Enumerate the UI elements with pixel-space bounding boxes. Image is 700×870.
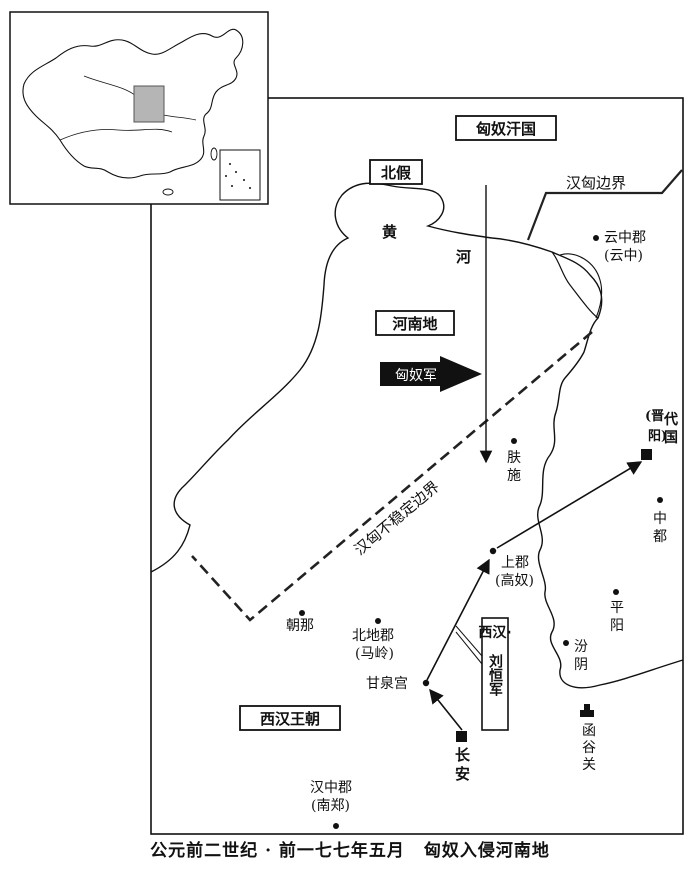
label-daiguo-1: 代 — [663, 411, 678, 428]
marker-hanguguan — [580, 704, 594, 717]
dot-chaona — [299, 610, 305, 616]
region-xihan: 西汉王朝 — [239, 705, 341, 731]
label-unstable-border: 汉匈不稳定边界 — [351, 478, 443, 559]
label-hanzhong-sub: (南郑) — [311, 798, 350, 814]
inset-south-sea-box — [219, 149, 261, 201]
dot-ganquan — [422, 679, 430, 687]
china-outline — [22, 28, 244, 179]
label-chaona: 朝那 — [286, 618, 314, 634]
svg-text:刘恒军: 刘恒军 — [487, 653, 503, 697]
marker-daiguo — [641, 449, 652, 460]
dot-shangjun — [489, 547, 497, 555]
label-jinyang-2: 阳) — [648, 429, 667, 444]
dot-fenyin — [563, 640, 569, 646]
label-daiguo-2: 国 — [664, 430, 678, 446]
label-pingyang-2: 阳 — [610, 618, 624, 634]
marker-changan — [456, 731, 467, 742]
label-fushi-1: 肤 — [507, 450, 521, 466]
label-fushi-2: 施 — [507, 468, 521, 484]
caption-title: 匈奴入侵河南地 — [423, 841, 550, 861]
han-route-changan-ganquan — [429, 688, 463, 731]
svg-text:河南地: 河南地 — [392, 315, 437, 333]
svg-text:匈奴军: 匈奴军 — [395, 367, 437, 384]
river-channel — [551, 251, 599, 319]
inset-highlight — [133, 85, 165, 123]
svg-text:西汉·: 西汉· — [478, 625, 511, 641]
river-east-bank — [559, 253, 603, 319]
label-zhongdu-2: 都 — [653, 529, 667, 545]
han-xiongnu-border — [526, 169, 683, 241]
region-henandi: 河南地 — [375, 310, 455, 336]
svg-text:北假: 北假 — [381, 164, 412, 182]
label-yunzhong-sub: (云中) — [604, 248, 643, 264]
label-fenyin-2: 阴 — [574, 657, 588, 673]
label-ganquan: 甘泉宫 — [366, 675, 408, 692]
label-beidi-sub: (马岭) — [355, 646, 394, 662]
caption-date: 公元前二世纪 · 前一七七年五月 — [150, 841, 405, 861]
label-river-he: 河 — [456, 248, 471, 266]
label-hanguguan-3: 关 — [582, 757, 596, 773]
xiongnu-army-banner: 匈奴军 — [380, 356, 482, 392]
label-shangjun-sub: (高奴) — [495, 572, 534, 589]
map-caption: 公元前二世纪 · 前一七七年五月 匈奴入侵河南地 — [0, 836, 700, 861]
svg-text:匈奴汗国: 匈奴汗国 — [476, 120, 536, 138]
han-route-shangjun-daiguo — [496, 461, 643, 549]
label-changan-1: 长 — [455, 746, 471, 764]
label-changan-2: 安 — [455, 765, 470, 783]
label-jinyang-1: (晋 — [645, 409, 664, 424]
label-beidi: 北地郡 — [352, 628, 394, 644]
inset-taiwan — [210, 147, 218, 161]
inset-china-map — [9, 11, 269, 205]
inset-hainan — [162, 188, 174, 196]
dot-yunzhong — [593, 235, 599, 241]
region-xiongnu: 匈奴汗国 — [455, 115, 557, 141]
label-hanguguan-2: 谷 — [582, 740, 596, 756]
label-han-xiongnu-border: 汉匈边界 — [566, 174, 626, 192]
han-route-ganquan-shangjun — [426, 558, 490, 681]
region-beijia: 北假 — [369, 159, 423, 185]
label-pingyang-1: 平 — [610, 600, 624, 616]
city-dots — [299, 235, 663, 829]
unstable-border — [191, 331, 593, 622]
label-hanzhong: 汉中郡 — [310, 780, 352, 796]
label-hanguguan-1: 函 — [582, 723, 596, 739]
label-river-huang: 黄 — [382, 223, 397, 241]
yellow-river — [150, 182, 684, 689]
dot-fushi — [511, 438, 517, 444]
map-frame — [150, 97, 684, 835]
label-yunzhong: 云中郡 — [604, 230, 646, 246]
label-shangjun: 上郡 — [501, 555, 529, 571]
han-army-label: 西汉· 刘恒军 — [455, 617, 512, 731]
dot-pingyang — [613, 589, 619, 595]
dot-beidi — [375, 618, 381, 624]
dot-hanzhong — [333, 823, 339, 829]
dot-zhongdu — [657, 497, 663, 503]
label-fenyin-1: 汾 — [574, 639, 588, 655]
label-zhongdu-1: 中 — [653, 511, 667, 527]
svg-text:西汉王朝: 西汉王朝 — [260, 710, 320, 728]
